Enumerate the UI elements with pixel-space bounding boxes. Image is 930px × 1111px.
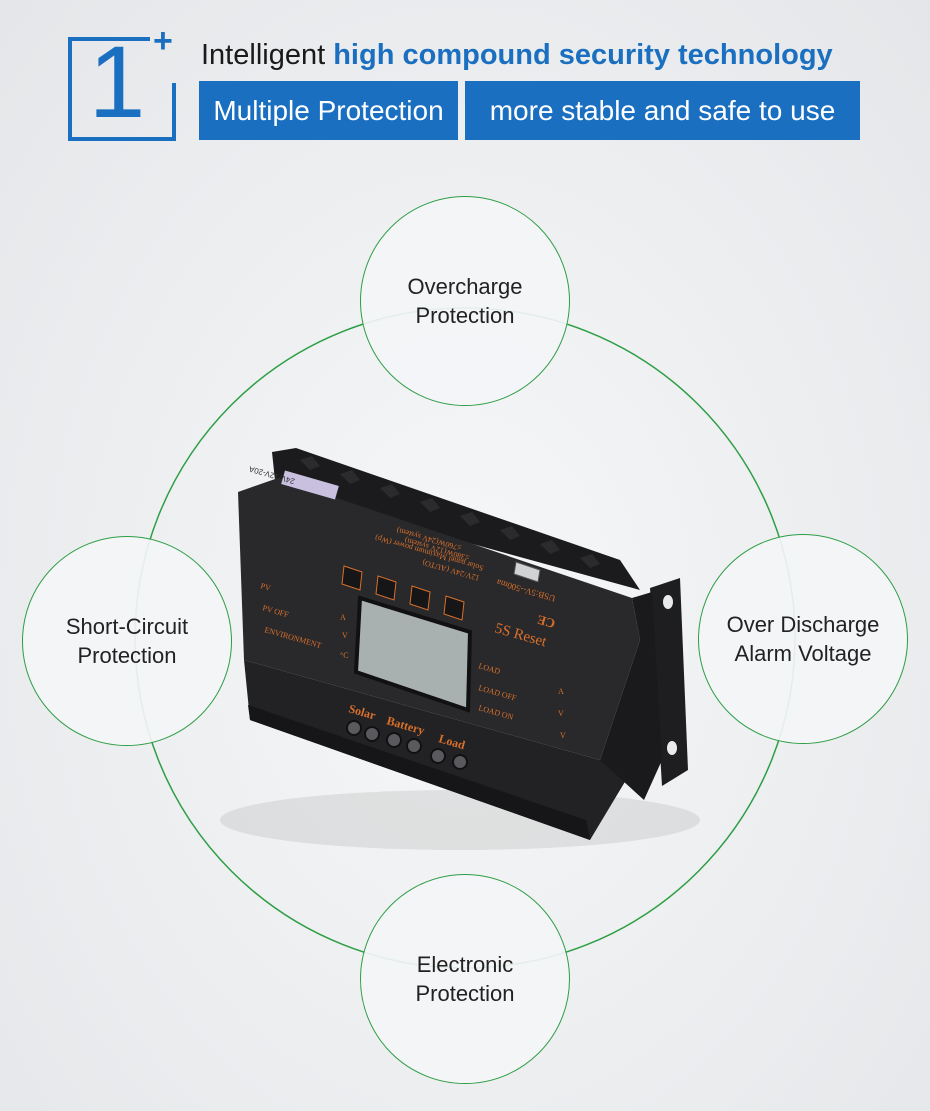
unit-a-right: A [558,687,564,696]
feature-label: Short-Circuit Protection [65,614,189,668]
pv-label: PV [259,581,272,593]
rating-sticker [281,470,339,500]
feature-over-discharge-alarm: Over Discharge Alarm Voltage [698,534,908,744]
headline-highlight: high compound security technology [333,39,833,71]
usb-port [513,561,541,583]
device-shadow [220,790,700,850]
feature-electronic-protection: Electronic Protection [360,874,570,1084]
feature-label: Over Discharge Alarm Voltage [726,612,880,666]
unit-a-left: A [340,613,346,622]
terminal-screws [346,720,468,770]
unit-c-left: °C [340,651,349,660]
feature-short-circuit-protection: Short-Circuit Protection [22,536,232,746]
mount-hole-bottom [667,741,677,755]
device-front-face [244,660,650,840]
unit-v-left: V [342,631,348,640]
unit-v-right-2: V [560,731,566,740]
device-side-face [600,592,662,800]
tag-stable-safe: more stable and safe to use [465,81,860,140]
badge-frame [68,37,176,141]
feature-label: Electronic Protection [415,952,515,1006]
headline: Intelligent high compound security techn… [201,37,833,73]
headline-prefix: Intelligent [201,39,326,71]
set-button [443,595,465,621]
badge-number: 1 [88,25,146,139]
plus-button [375,575,397,601]
menu-button [341,565,363,591]
header: 1 + Intelligent high compound security t… [0,0,930,160]
badge-plus: + [153,22,173,60]
button-row [341,565,465,621]
heatsink-fins [272,448,640,590]
lcd-screen [353,595,473,713]
mount-hole-top [663,595,673,609]
ce-mark: CE [535,612,556,631]
device-top-face [238,478,640,760]
minus-button [409,585,431,611]
unit-v-right-1: V [558,709,564,718]
feature-overcharge-protection: Overcharge Protection [360,196,570,406]
feature-label: Overcharge Protection [407,274,523,328]
device-lower-edge [248,705,590,840]
tag-multiple-protection: Multiple Protection [199,81,458,140]
charge-controller: 5S Reset CE USB:5V--500ma 12V/24V (AUTO)… [238,448,688,840]
